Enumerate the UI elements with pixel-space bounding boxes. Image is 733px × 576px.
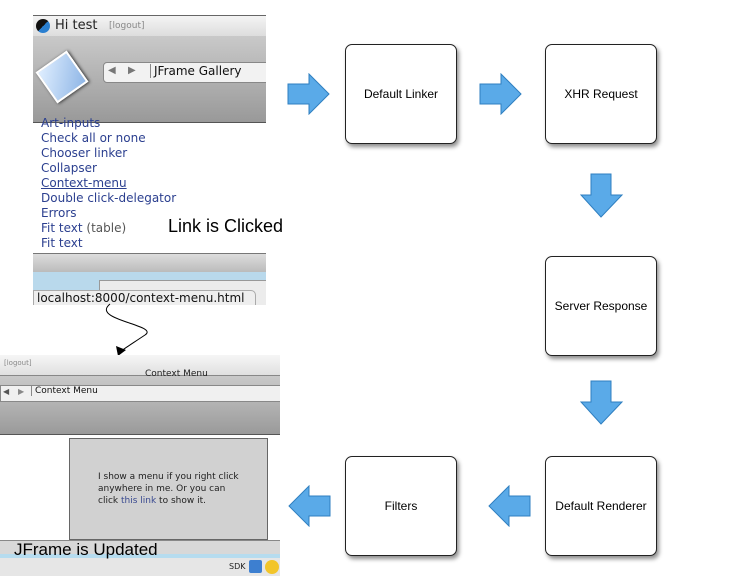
- context-menu-panel[interactable]: I show a menu if you right click anywher…: [69, 438, 268, 540]
- panel-text: I show a menu if you right click anywher…: [98, 471, 248, 507]
- link-clicked-screenshot: Hi test [logout] ◀ ▶ JFrame Gallery Art-…: [33, 15, 266, 305]
- status-url: localhost:8000/context-menu.html: [33, 290, 256, 305]
- dock-bar: [33, 254, 266, 272]
- forward-button[interactable]: ▶: [18, 387, 25, 396]
- link-chooser-linker[interactable]: Chooser linker: [41, 146, 128, 160]
- greeting: Hi test: [55, 18, 98, 33]
- panel-text-1: I show a menu if you right click anywher…: [98, 472, 239, 506]
- node-filters: Filters: [345, 456, 457, 556]
- link-fit-text[interactable]: Fit text: [41, 236, 83, 250]
- node-default-renderer: Default Renderer: [545, 456, 657, 556]
- link-context-menu[interactable]: Context-menu: [41, 176, 127, 190]
- title-bar: [logout]: [0, 355, 280, 376]
- title-bar: Hi test [logout]: [33, 15, 266, 37]
- link-double-click[interactable]: Double click-delegator: [41, 191, 177, 205]
- arrow-down-icon: [580, 173, 624, 218]
- logout-link[interactable]: [logout]: [4, 359, 32, 367]
- toolbar: ◀ ▶ JFrame Gallery: [33, 36, 266, 123]
- nav-bar: ◀ ▶ Context Menu: [0, 385, 280, 402]
- gallery-icon: [35, 50, 89, 104]
- app-icon[interactable]: [249, 560, 262, 573]
- link-check-all[interactable]: Check all or none: [41, 131, 146, 145]
- help-icon[interactable]: [265, 560, 279, 574]
- node-xhr-request: XHR Request: [545, 44, 657, 144]
- link-errors[interactable]: Errors: [41, 206, 77, 220]
- connector-curve: [106, 303, 148, 356]
- link-text: Fit text: [41, 221, 83, 235]
- link-clicked-caption: Link is Clicked: [168, 216, 284, 236]
- back-button[interactable]: ◀: [108, 65, 116, 76]
- panel-text-2: to show it.: [156, 496, 206, 506]
- jframe-updated-screenshot: [logout] Context Menu ◀ ▶ Context Menu I…: [0, 355, 280, 576]
- dock-stripe: [0, 554, 280, 558]
- arrow-right-icon: [287, 73, 330, 115]
- arrow-right-icon: [479, 73, 522, 115]
- back-button[interactable]: ◀: [3, 387, 10, 396]
- toolbar: Context Menu ◀ ▶ Context Menu: [0, 369, 280, 435]
- link-list: Art-inputs Check all or none Chooser lin…: [41, 116, 176, 251]
- jframe-updated-caption: JFrame is Updated: [14, 540, 158, 559]
- arrow-left-icon: [488, 485, 531, 527]
- arrow-left-icon: [288, 485, 331, 527]
- nav-title: JFrame Gallery: [150, 64, 241, 78]
- forward-button[interactable]: ▶: [128, 65, 136, 76]
- link-suffix: (table): [86, 221, 127, 235]
- this-link[interactable]: this link: [120, 496, 157, 506]
- arrow-down-icon: [580, 380, 624, 425]
- link-art-inputs[interactable]: Art-inputs: [41, 116, 101, 130]
- link-collapser[interactable]: Collapser: [41, 161, 97, 175]
- logout-link[interactable]: [logout]: [109, 21, 145, 31]
- node-default-linker: Default Linker: [345, 44, 457, 144]
- sdk-label[interactable]: SDK: [229, 562, 246, 571]
- nav-bar: ◀ ▶ JFrame Gallery: [103, 62, 266, 83]
- logo-icon: [36, 19, 50, 33]
- dock-tray: [0, 558, 280, 576]
- nav-title: Context Menu: [31, 386, 98, 396]
- node-server-response: Server Response: [545, 256, 657, 356]
- window-title: Context Menu: [145, 369, 208, 379]
- link-fit-text-table[interactable]: Fit text (table): [41, 221, 176, 236]
- dock-bar: SDK: [0, 540, 280, 576]
